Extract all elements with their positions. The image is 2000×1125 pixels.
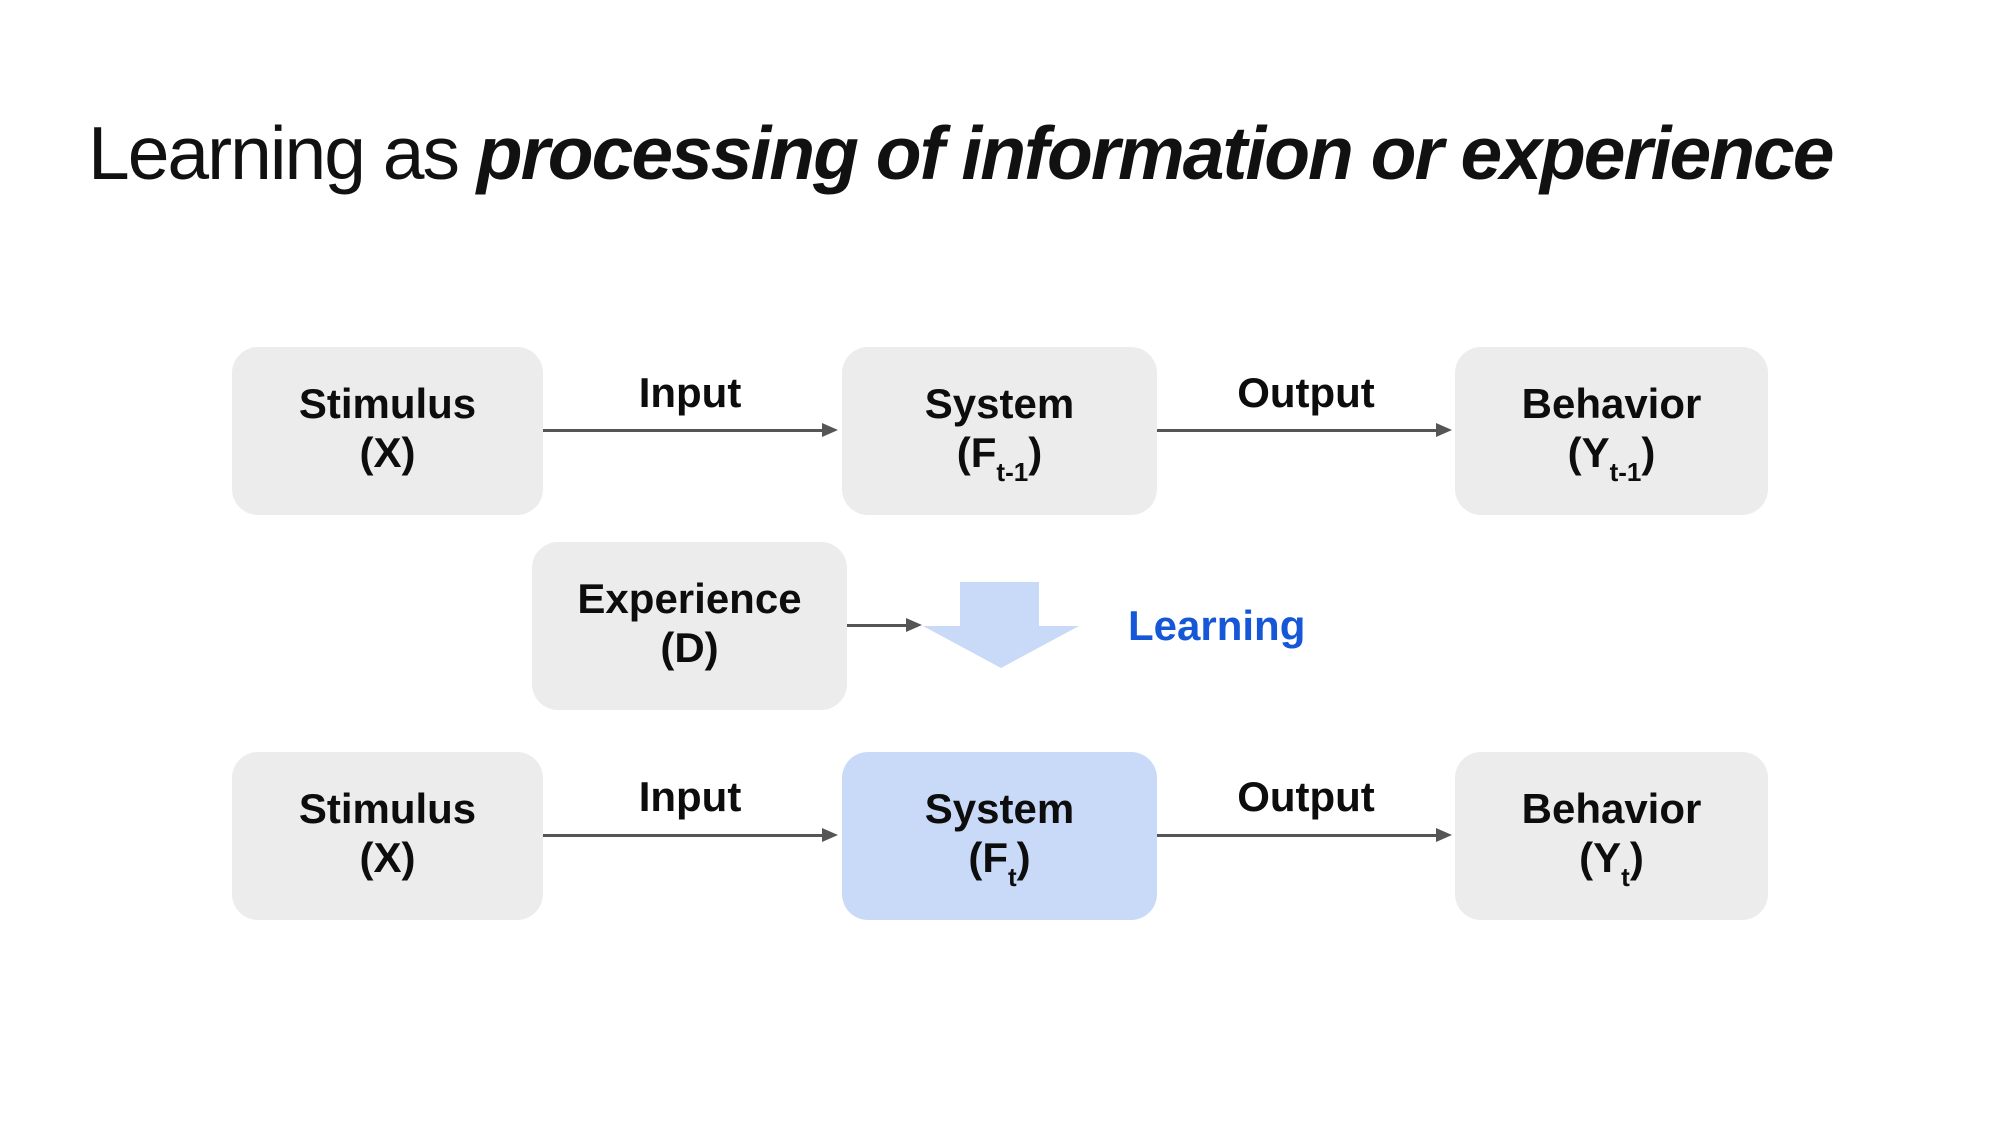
input-arrow-bottom-icon xyxy=(543,828,838,842)
arrow-shaft xyxy=(1157,428,1436,432)
arrow-shaft xyxy=(1157,833,1436,837)
title-prefix: Learning as xyxy=(88,111,477,195)
system-box-bottom-label: System (Ft) xyxy=(924,784,1075,892)
box-title: Experience xyxy=(577,575,802,622)
box-symbol: (X) xyxy=(359,429,416,476)
output-label-top: Output xyxy=(1237,369,1375,416)
behavior-box-bottom-label: Behavior (Yt) xyxy=(1521,784,1702,892)
input-label-bottom: Input xyxy=(638,773,742,820)
input-label-top: Input xyxy=(638,369,742,416)
box-title: Stimulus xyxy=(298,380,477,427)
arrow-head xyxy=(1436,828,1452,842)
learning-label: Learning xyxy=(1128,602,1306,649)
box-title: System xyxy=(924,785,1075,832)
box-symbol: (Yt) xyxy=(1579,834,1644,892)
learning-down-arrow-icon xyxy=(923,582,1079,668)
box-symbol: (Yt-1) xyxy=(1567,429,1656,487)
arrow-shaft xyxy=(847,623,906,627)
stimulus-box-top: Stimulus (X) xyxy=(232,347,543,515)
box-symbol: (X) xyxy=(359,834,416,881)
stimulus-box-bottom: Stimulus (X) xyxy=(232,752,543,920)
box-symbol: (D) xyxy=(660,624,719,671)
behavior-box-top: Behavior (Yt-1) xyxy=(1455,347,1768,515)
input-arrow-top-icon xyxy=(543,423,838,437)
box-title: Behavior xyxy=(1521,785,1702,832)
system-box-top: System (Ft-1) xyxy=(842,347,1157,515)
system-box-top-label: System (Ft-1) xyxy=(924,379,1075,487)
experience-box-label: Experience (D) xyxy=(577,574,801,678)
stimulus-box-bottom-label: Stimulus (X) xyxy=(299,784,476,888)
box-title: Behavior xyxy=(1521,380,1702,427)
arrow-head xyxy=(1436,423,1452,437)
arrow-shaft xyxy=(543,833,822,837)
arrow-head xyxy=(822,828,838,842)
experience-connector-arrow-icon xyxy=(847,618,922,632)
output-arrow-bottom-icon xyxy=(1157,828,1452,842)
arrow-head xyxy=(822,423,838,437)
behavior-box-bottom: Behavior (Yt) xyxy=(1455,752,1768,920)
box-title: Stimulus xyxy=(298,785,477,832)
box-symbol: (Ft-1) xyxy=(956,429,1043,487)
behavior-box-top-label: Behavior (Yt-1) xyxy=(1521,379,1702,487)
title-emphasis: processing of information or experience xyxy=(476,111,1835,195)
arrow-head xyxy=(906,618,922,632)
stimulus-box-top-label: Stimulus (X) xyxy=(299,379,476,483)
arrow-shaft xyxy=(543,428,822,432)
output-label-bottom: Output xyxy=(1237,773,1375,820)
box-title: System xyxy=(924,380,1075,427)
box-symbol: (Ft) xyxy=(968,834,1031,892)
slide-title: Learning as processing of information or… xyxy=(88,111,1835,195)
system-box-bottom: System (Ft) xyxy=(842,752,1157,920)
experience-box: Experience (D) xyxy=(532,542,847,710)
output-arrow-top-icon xyxy=(1157,423,1452,437)
